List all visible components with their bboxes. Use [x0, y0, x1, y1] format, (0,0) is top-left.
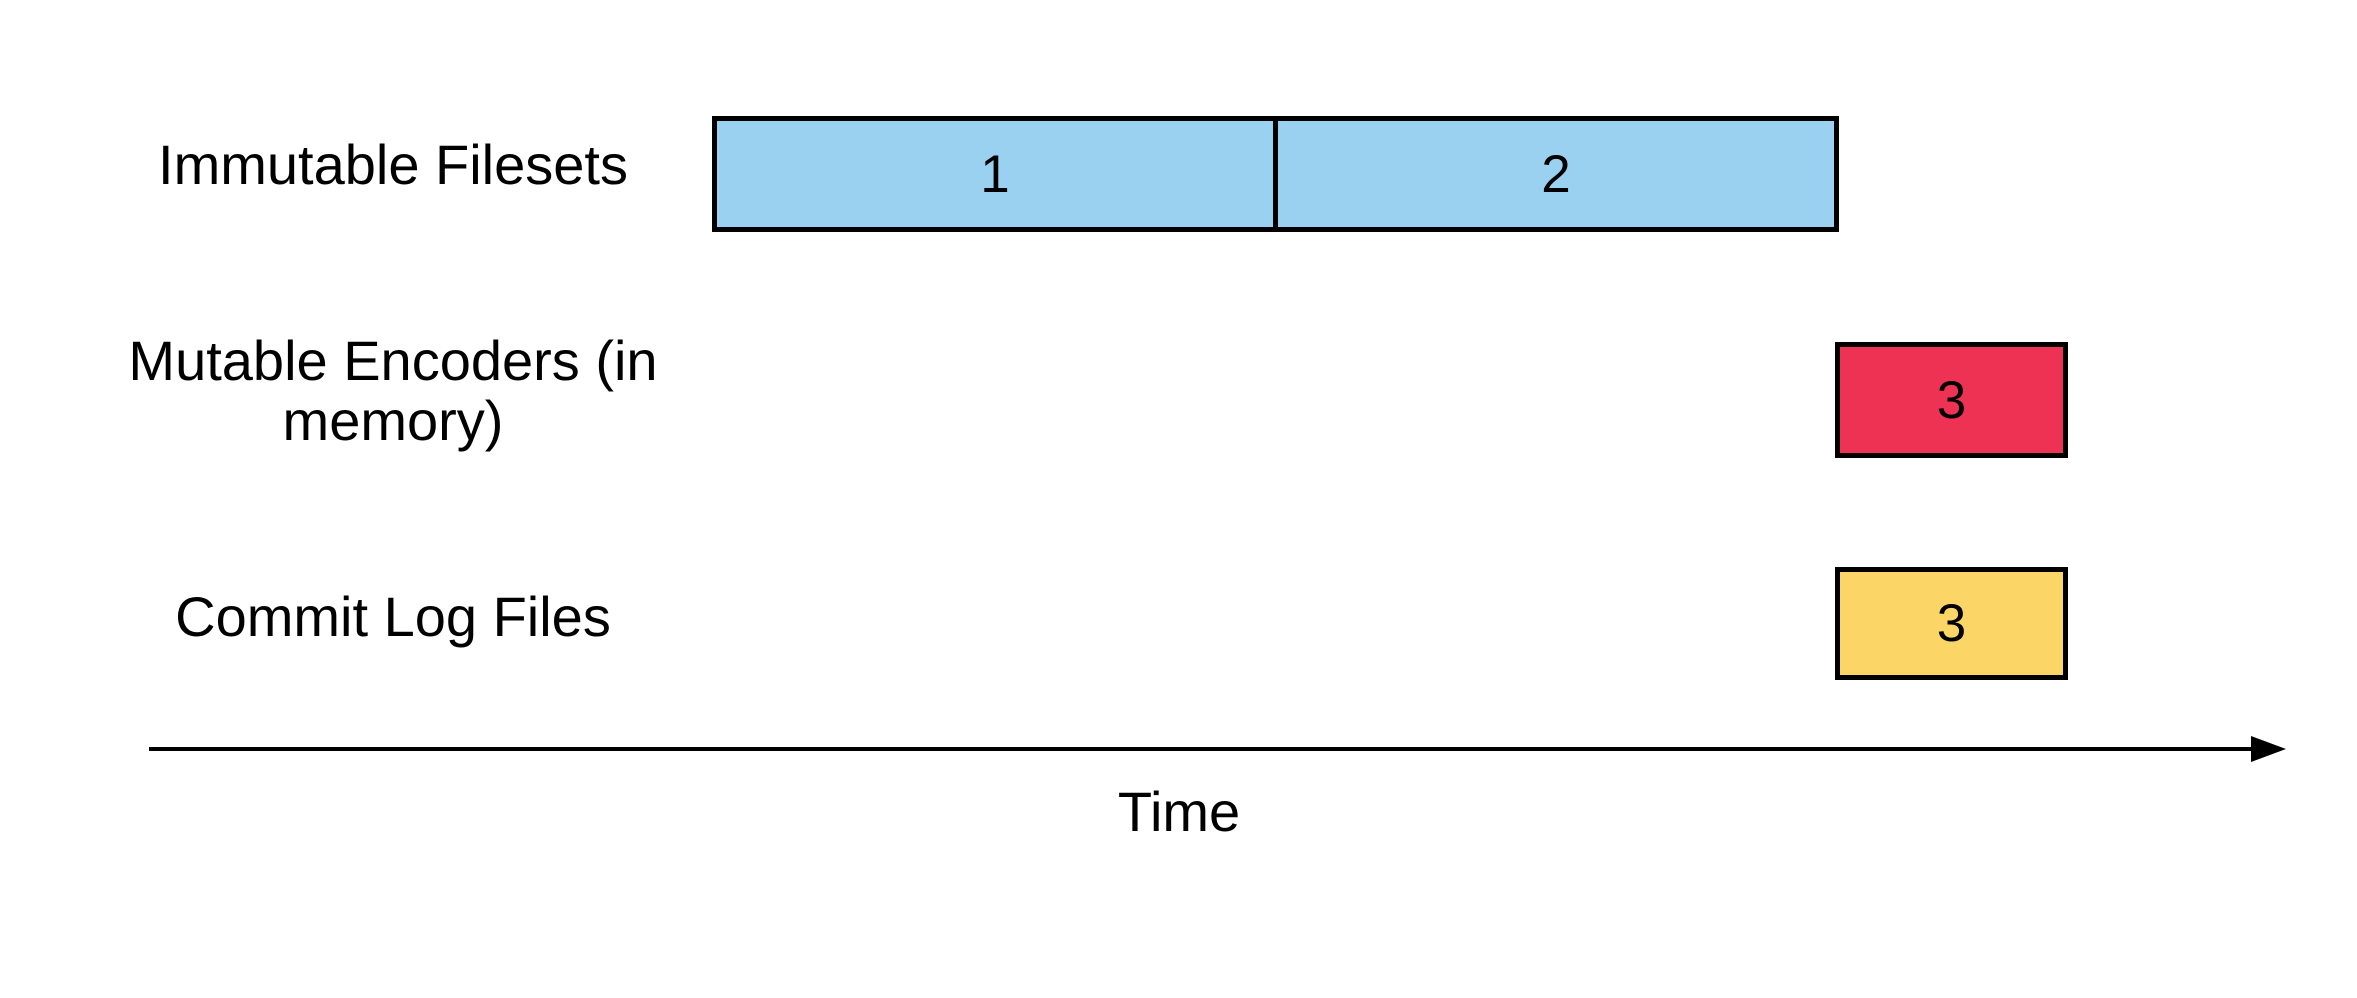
time-axis-arrowhead-icon: [2251, 736, 2286, 762]
row-label-mutable-encoders: Mutable Encoders (in memory): [128, 329, 658, 452]
row-label-immutable-filesets: Immutable Filesets: [158, 133, 628, 196]
time-axis-label: Time: [1117, 780, 1241, 843]
fileset-segment-2: 2: [1541, 144, 1571, 204]
commit-log-box: 3: [1835, 567, 2068, 680]
immutable-filesets-bar: 1 2: [712, 116, 1839, 232]
fileset-segment-1: 1: [717, 121, 1278, 227]
time-axis-line: [149, 747, 2252, 751]
mutable-encoder-box: 3: [1835, 342, 2068, 458]
row-label-commit-log-files: Commit Log Files: [175, 585, 611, 648]
